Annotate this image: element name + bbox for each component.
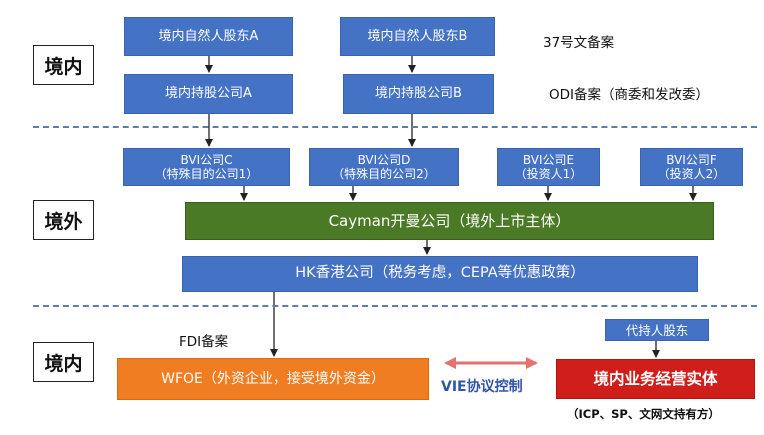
nominee-shareholder-box: 代持人股东 xyxy=(605,319,709,341)
bvi-company-d-box: BVI公司D （特殊目的公司2） xyxy=(309,148,459,186)
bvi-c-name: BVI公司C xyxy=(180,152,233,167)
wfoe-box: WFOE（外资企业，接受境外资金） xyxy=(117,358,429,400)
zone-label-domestic-top: 境内 xyxy=(33,45,94,85)
cayman-company-box: Cayman开曼公司（境外上市主体） xyxy=(185,202,714,240)
bvi-company-f-box: BVI公司F （投资人2） xyxy=(640,148,743,186)
bvi-f-role: （投资人2） xyxy=(657,167,726,181)
bvi-d-role: （特殊目的公司2） xyxy=(332,167,436,181)
odi-note: ODI备案（商委和发改委） xyxy=(549,87,710,103)
shareholder-a-box: 境内自然人股东A xyxy=(124,17,293,56)
license-holder-note: （ICP、SP、文网文持有方） xyxy=(567,407,720,421)
holding-company-a-box: 境内持股公司A xyxy=(124,74,293,114)
fdi-note: FDI备案 xyxy=(179,334,229,350)
bvi-f-name: BVI公司F xyxy=(666,152,717,167)
circular37-note: 37号文备案 xyxy=(543,35,615,51)
shareholder-b-box: 境内自然人股东B xyxy=(340,17,495,56)
divider-domestic-overseas xyxy=(33,126,757,128)
holding-company-b-box: 境内持股公司B xyxy=(343,74,494,114)
bvi-e-role: （投资人1） xyxy=(514,167,583,181)
bvi-company-c-box: BVI公司C （特殊目的公司1） xyxy=(123,148,290,186)
hk-company-box: HK香港公司（税务考虑，CEPA等优惠政策） xyxy=(182,256,698,292)
domestic-operating-entity-box: 境内业务经营实体 xyxy=(556,359,755,399)
divider-overseas-domestic xyxy=(33,305,757,307)
bvi-d-name: BVI公司D xyxy=(357,152,411,167)
vie-agreement-label: VIE协议控制 xyxy=(441,379,523,395)
bvi-e-name: BVI公司E xyxy=(522,152,575,167)
bvi-c-role: （特殊目的公司1） xyxy=(154,167,259,181)
zone-label-domestic-bottom: 境内 xyxy=(33,342,94,382)
zone-label-overseas: 境外 xyxy=(33,200,94,240)
bvi-company-e-box: BVI公司E （投资人1） xyxy=(497,148,600,186)
